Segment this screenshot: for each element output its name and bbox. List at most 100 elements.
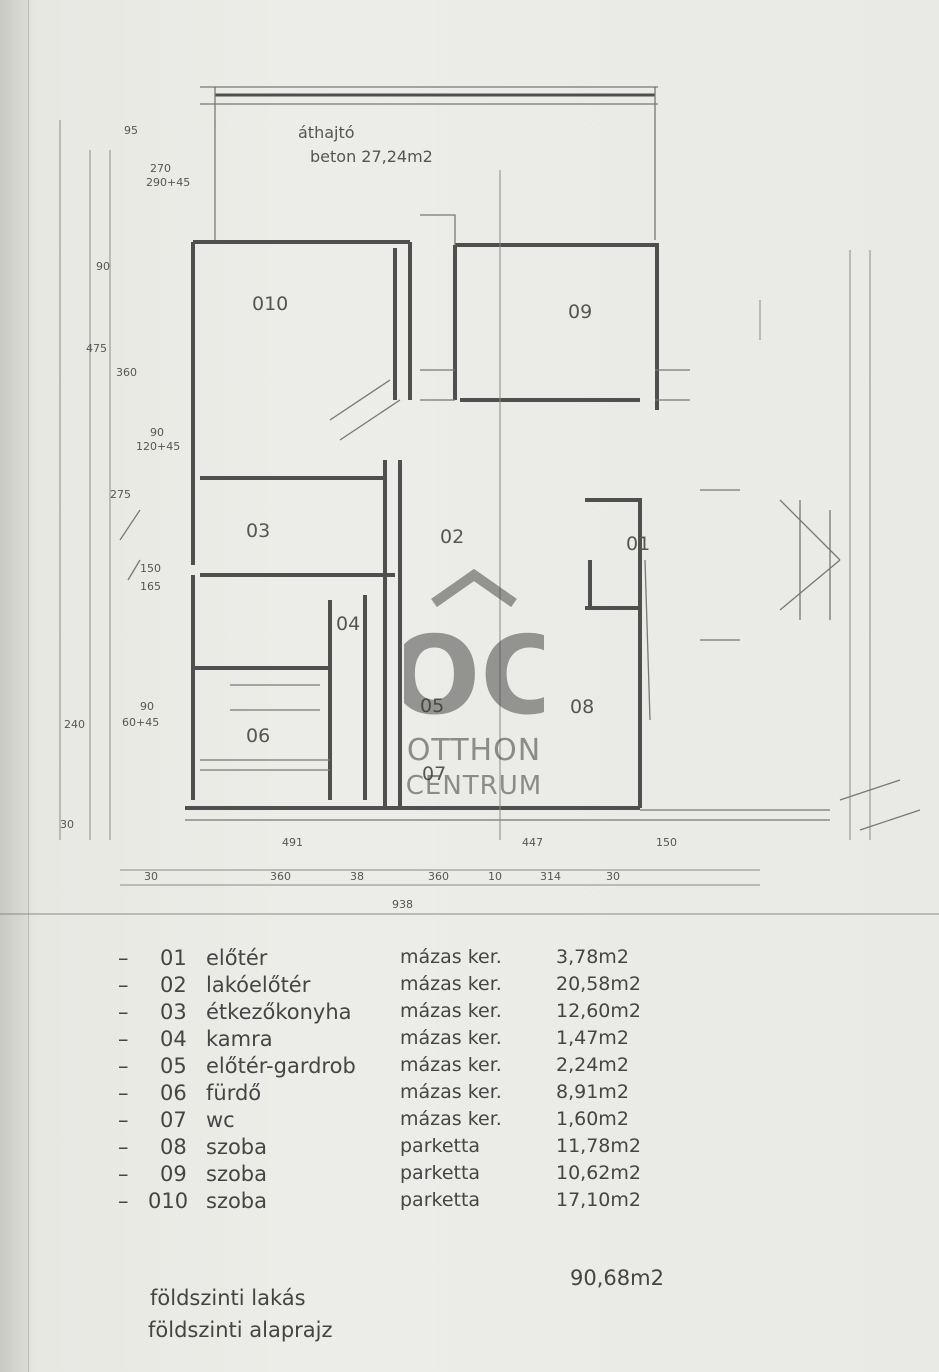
room-01: 01 [626,533,650,555]
legend-area: 1,60m2 [556,1108,629,1130]
room-06: 06 [246,725,270,747]
dim-l9: 150 [140,562,161,575]
dim-b2: 38 [350,870,364,883]
dim-l0: 95 [124,124,138,137]
legend-finish: parketta [400,1189,481,1211]
legend-area: 3,78m2 [556,946,629,968]
legend-room-name: előtér-gardrob [206,1054,356,1078]
room-09: 09 [568,301,592,323]
dim-b8: 491 [282,836,303,849]
legend-dash: – [118,1189,129,1213]
legend-num: 03 [160,1000,187,1024]
dim-b10: 150 [656,836,677,849]
legend-room-name: étkezőkonyha [206,1000,352,1024]
dim-l6: 90 [150,426,164,439]
logo-mark-text: OC [404,614,544,725]
legend-num: 08 [160,1135,187,1159]
legend-num: 07 [160,1108,187,1132]
legend-num: 06 [160,1081,187,1105]
legend-area: 10,62m2 [556,1162,641,1184]
driveway-area: beton 27,24m2 [310,147,433,166]
dimension-lines [0,120,939,915]
legend-num: 09 [160,1162,187,1186]
logo-mark: OC [404,568,544,725]
logo-line1: OTTHON [406,733,542,768]
legend-room-name: szoba [206,1135,268,1159]
legend-room-name: lakóelőtér [206,973,311,997]
legend-finish: parketta [400,1162,481,1184]
dim-b4: 10 [488,870,502,883]
legend-finish: mázas ker. [400,973,502,995]
legend-room-name: előtér [206,946,268,970]
title-line1: földszinti lakás [150,1286,306,1310]
room-07: 07 [422,763,446,785]
legend-num: 01 [160,946,187,970]
legend-dash: – [118,946,129,970]
dim-l5: 360 [116,366,137,379]
dim-l10: 165 [140,580,161,593]
legend-area: 2,24m2 [556,1054,629,1076]
room-02: 02 [440,526,464,548]
hatch-marks [119,379,921,831]
legend-room-name: szoba [206,1162,268,1186]
legend-dash: – [118,973,129,997]
legend-area: 12,60m2 [556,1000,641,1022]
legend-finish: mázas ker. [400,1027,502,1049]
legend-room-name: szoba [206,1189,268,1213]
room-08: 08 [570,696,594,718]
room-04: 04 [336,613,360,635]
legend-room-name: fürdő [206,1081,262,1105]
legend-finish: mázas ker. [400,1108,502,1130]
legend-dash: – [118,1027,129,1051]
legend-dash: – [118,1000,129,1024]
legend-finish: mázas ker. [400,1054,502,1076]
dim-l7: 120+45 [136,440,180,453]
legend-num: 04 [160,1027,187,1051]
bottom-dimensions: 30 360 38 360 10 314 30 938 491 447 150 [144,836,677,911]
paper-fold [0,0,29,1372]
dim-b1: 360 [270,870,291,883]
legend-area: 20,58m2 [556,973,641,995]
otthon-centrum-logo: OC OTTHON CENTRUM [404,565,544,815]
legend-num: 010 [148,1189,189,1213]
dim-b9: 447 [522,836,543,849]
dim-l2: 290+45 [146,176,190,189]
legend-dash: – [118,1162,129,1186]
dim-l3: 90 [96,260,110,273]
dim-l1: 270 [150,162,171,175]
left-dimensions: 95 270 290+45 90 475 360 90 120+45 275 1… [60,124,190,831]
room-03: 03 [246,520,270,542]
legend-finish: mázas ker. [400,1081,502,1103]
legend-area: 8,91m2 [556,1081,629,1103]
dim-b3: 360 [428,870,449,883]
room-05: 05 [420,695,444,717]
dim-b5: 314 [540,870,561,883]
legend-dash: – [118,1135,129,1159]
total-area: 90,68m2 [570,1266,664,1290]
driveway: áthajtó beton 27,24m2 [200,86,658,240]
driveway-label: áthajtó [298,123,355,142]
dim-b0: 30 [144,870,158,883]
legend-area: 11,78m2 [556,1135,641,1157]
dim-l14: 30 [60,818,74,831]
dim-b7: 938 [392,898,413,911]
room-labels: 010 09 03 02 01 04 08 06 05 07 [246,293,650,785]
legend-num: 02 [160,973,187,997]
legend-finish: parketta [400,1135,481,1157]
dim-l13: 240 [64,718,85,731]
dim-b6: 30 [606,870,620,883]
dim-l11: 90 [140,700,154,713]
room-010: 010 [252,293,288,315]
logo-line2: CENTRUM [405,771,543,801]
legend-dash: – [118,1108,129,1132]
dim-l12: 60+45 [122,716,159,729]
dim-l4: 475 [86,342,107,355]
walls [185,214,841,821]
legend-finish: mázas ker. [400,1000,502,1022]
dim-l8: 275 [110,488,131,501]
legend-num: 05 [160,1054,187,1078]
legend-room-name: kamra [206,1027,273,1051]
legend-area: 1,47m2 [556,1027,629,1049]
